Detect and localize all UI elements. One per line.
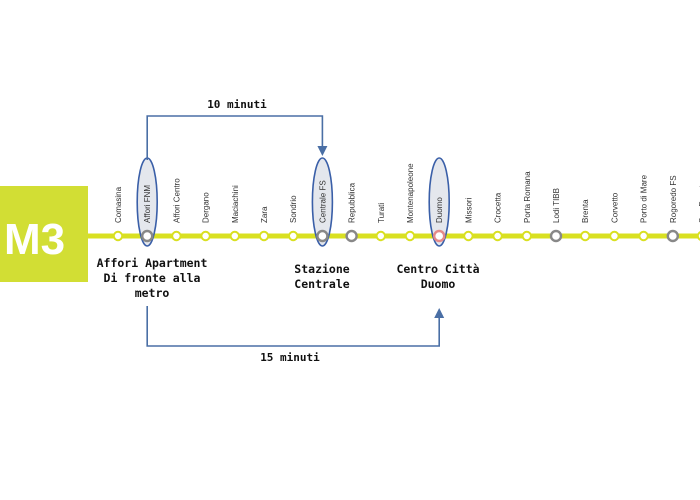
station[interactable]: Porto di Mare [638,174,649,242]
station-label: Dergano [202,192,211,223]
station-label: Porto di Mare [640,174,649,223]
callout-city-center-line-2: Duomo [421,277,456,291]
route-arrow-duomo [146,306,440,347]
station-dot [112,230,124,242]
station[interactable]: Brenta [580,199,591,242]
station[interactable]: Dergano [200,192,211,242]
station-dot [638,230,649,242]
arrowhead-duomo [434,308,445,318]
station-label: Repubblica [348,182,357,223]
station-dot [433,229,446,243]
station-dot [229,230,241,242]
station-dot [696,231,700,241]
station[interactable]: Affori FNM [140,185,154,243]
station-label: Zara [260,206,269,223]
station-label: Sondrio [289,195,298,223]
arrowhead-central [317,146,328,156]
line-badge: M3 [0,186,88,282]
station-dot [580,230,591,242]
station-list: Comasina Affori FNM Affori Centro Dergano Ma… [112,163,700,243]
callout-central-station: Stazione Centrale [294,262,349,291]
station-dot [345,229,358,243]
station[interactable]: Lodi TIBB [549,188,563,243]
station-dot [200,230,211,242]
line-badge-background [0,186,88,282]
station[interactable]: Rogoredo FS [666,175,679,243]
station-label: Crocetta [494,192,503,223]
station-dot [463,230,474,242]
station-dot [316,229,329,243]
station[interactable]: Missori [463,197,474,242]
station[interactable]: Maciachini [229,185,241,242]
callout-apartment-line-3: metro [135,286,170,300]
station[interactable]: San Donato [696,180,700,241]
station-label: Rogoredo FS [669,175,678,223]
route-arrow-central [146,115,324,160]
station-label: Porta Romana [523,171,532,223]
station[interactable]: Duomo [433,197,446,243]
station[interactable]: Turati [375,203,386,242]
highlight-ellipse-7 [311,157,334,247]
station-label: Affori FNM [143,185,152,223]
station[interactable]: Corvetto [609,192,620,242]
line-badge-label: M3 [4,215,65,264]
station[interactable]: Centrale FS [316,180,329,243]
station-label: Maciachini [231,185,240,223]
station-dot [666,229,679,243]
station-label: Turati [377,203,386,223]
station-label: Montenapoleone [406,163,415,223]
station-label: Brenta [581,199,590,223]
route-label-duomo: 15 minuti [260,351,320,364]
station-dot [404,230,416,242]
station[interactable]: Montenapoleone [404,163,416,242]
route-arrows [146,115,445,347]
callout-apartment-line-1: Affori Apartment [97,256,208,270]
highlight-ellipses [136,157,451,247]
station[interactable]: Repubblica [345,182,358,243]
station-label: Corvetto [610,192,619,223]
station[interactable]: Affori Centro [171,178,182,242]
station-label: Duomo [435,197,444,223]
station-dot [549,229,563,243]
callout-central-line-2: Centrale [294,277,349,291]
station-label: Missori [464,197,473,223]
station-label: Comasina [114,186,123,223]
station-dot [609,230,620,242]
route-label-central: 10 minuti [207,98,267,111]
station[interactable]: Comasina [112,186,124,242]
station-label: Affori Centro [172,178,181,223]
callout-apartment: Affori Apartment Di fronte alla metro [97,256,208,300]
station-label: Centrale FS [318,180,327,223]
station-dot [258,230,270,242]
station-dot [521,230,532,242]
station-dot [288,230,299,242]
station-dot [375,230,386,242]
station-label: Lodi TIBB [552,188,561,223]
highlight-ellipse-11 [428,157,451,247]
station[interactable]: Zara [258,206,270,242]
callout-city-center: Centro Città Duomo [396,262,479,291]
station-label: San Donato [698,180,700,223]
callout-central-line-1: Stazione [294,262,349,276]
station-dot [492,230,503,242]
station-dot [171,230,182,242]
callout-apartment-line-2: Di fronte alla [104,271,201,285]
station[interactable]: Porta Romana [521,171,532,242]
callout-city-center-line-1: Centro Città [396,262,479,276]
station[interactable]: Sondrio [288,195,299,242]
station[interactable]: Crocetta [492,192,503,242]
station-dot [140,229,154,243]
